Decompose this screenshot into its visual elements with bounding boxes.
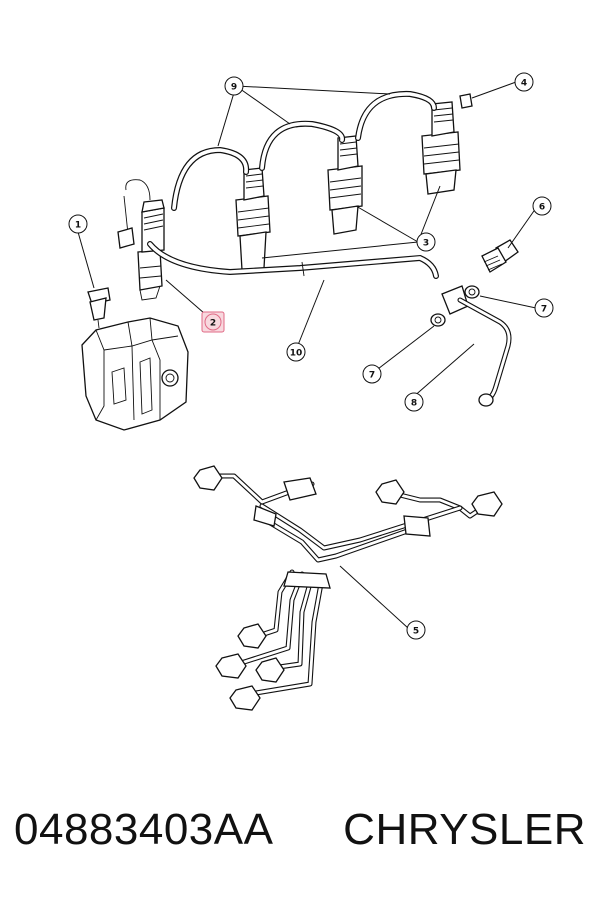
injector-cylinder-b (327, 135, 363, 235)
svg-text:10: 10 (290, 349, 303, 359)
callout-7-right: 7 (534, 298, 554, 318)
exploded-parts-diagram: 1 2 3 4 5 6 7 7 8 9 10 (68, 72, 554, 711)
injector-part-2 (117, 179, 165, 301)
svg-text:8: 8 (411, 399, 417, 409)
svg-text:4: 4 (521, 79, 527, 89)
callout-6: 6 (532, 196, 552, 216)
fitting-tube-part-8 (441, 285, 512, 407)
callout-7-left: 7 (362, 364, 382, 384)
callout-8: 8 (404, 392, 424, 412)
svg-text:7: 7 (541, 305, 547, 315)
return-line-part-10 (147, 241, 439, 279)
svg-text:2: 2 (210, 319, 216, 329)
svg-text:1: 1 (75, 221, 81, 231)
injector-cylinder-a (235, 167, 271, 271)
callout-3: 3 (416, 232, 436, 252)
svg-text:9: 9 (231, 83, 237, 93)
injection-pump-housing (81, 317, 189, 431)
svg-text:6: 6 (539, 203, 545, 213)
callout-1: 1 (68, 214, 88, 234)
callout-10: 10 (286, 342, 306, 362)
washer-part-7-right (464, 285, 480, 299)
callout-4: 4 (514, 72, 534, 92)
callout-9: 9 (224, 76, 244, 96)
injector-cylinder-c (421, 101, 461, 195)
brand-name: CHRYSLER (343, 805, 586, 854)
callout-5: 5 (406, 620, 426, 640)
callout-2: 2 (201, 311, 225, 333)
return-hoses-part-9 (171, 90, 437, 211)
valve-part-1 (87, 287, 111, 329)
washer-part-7-left (430, 313, 446, 327)
cap-part-4 (459, 93, 473, 109)
caption-footer: 04883403AA CHRYSLER (0, 800, 600, 860)
injection-lines-part-5 (207, 473, 491, 697)
svg-text:3: 3 (423, 239, 429, 249)
svg-text:5: 5 (413, 627, 419, 637)
svg-text:7: 7 (369, 371, 375, 381)
part-number: 04883403AA (14, 805, 274, 854)
line-nuts (193, 465, 503, 711)
banjo-bolt-part-6 (481, 239, 519, 273)
